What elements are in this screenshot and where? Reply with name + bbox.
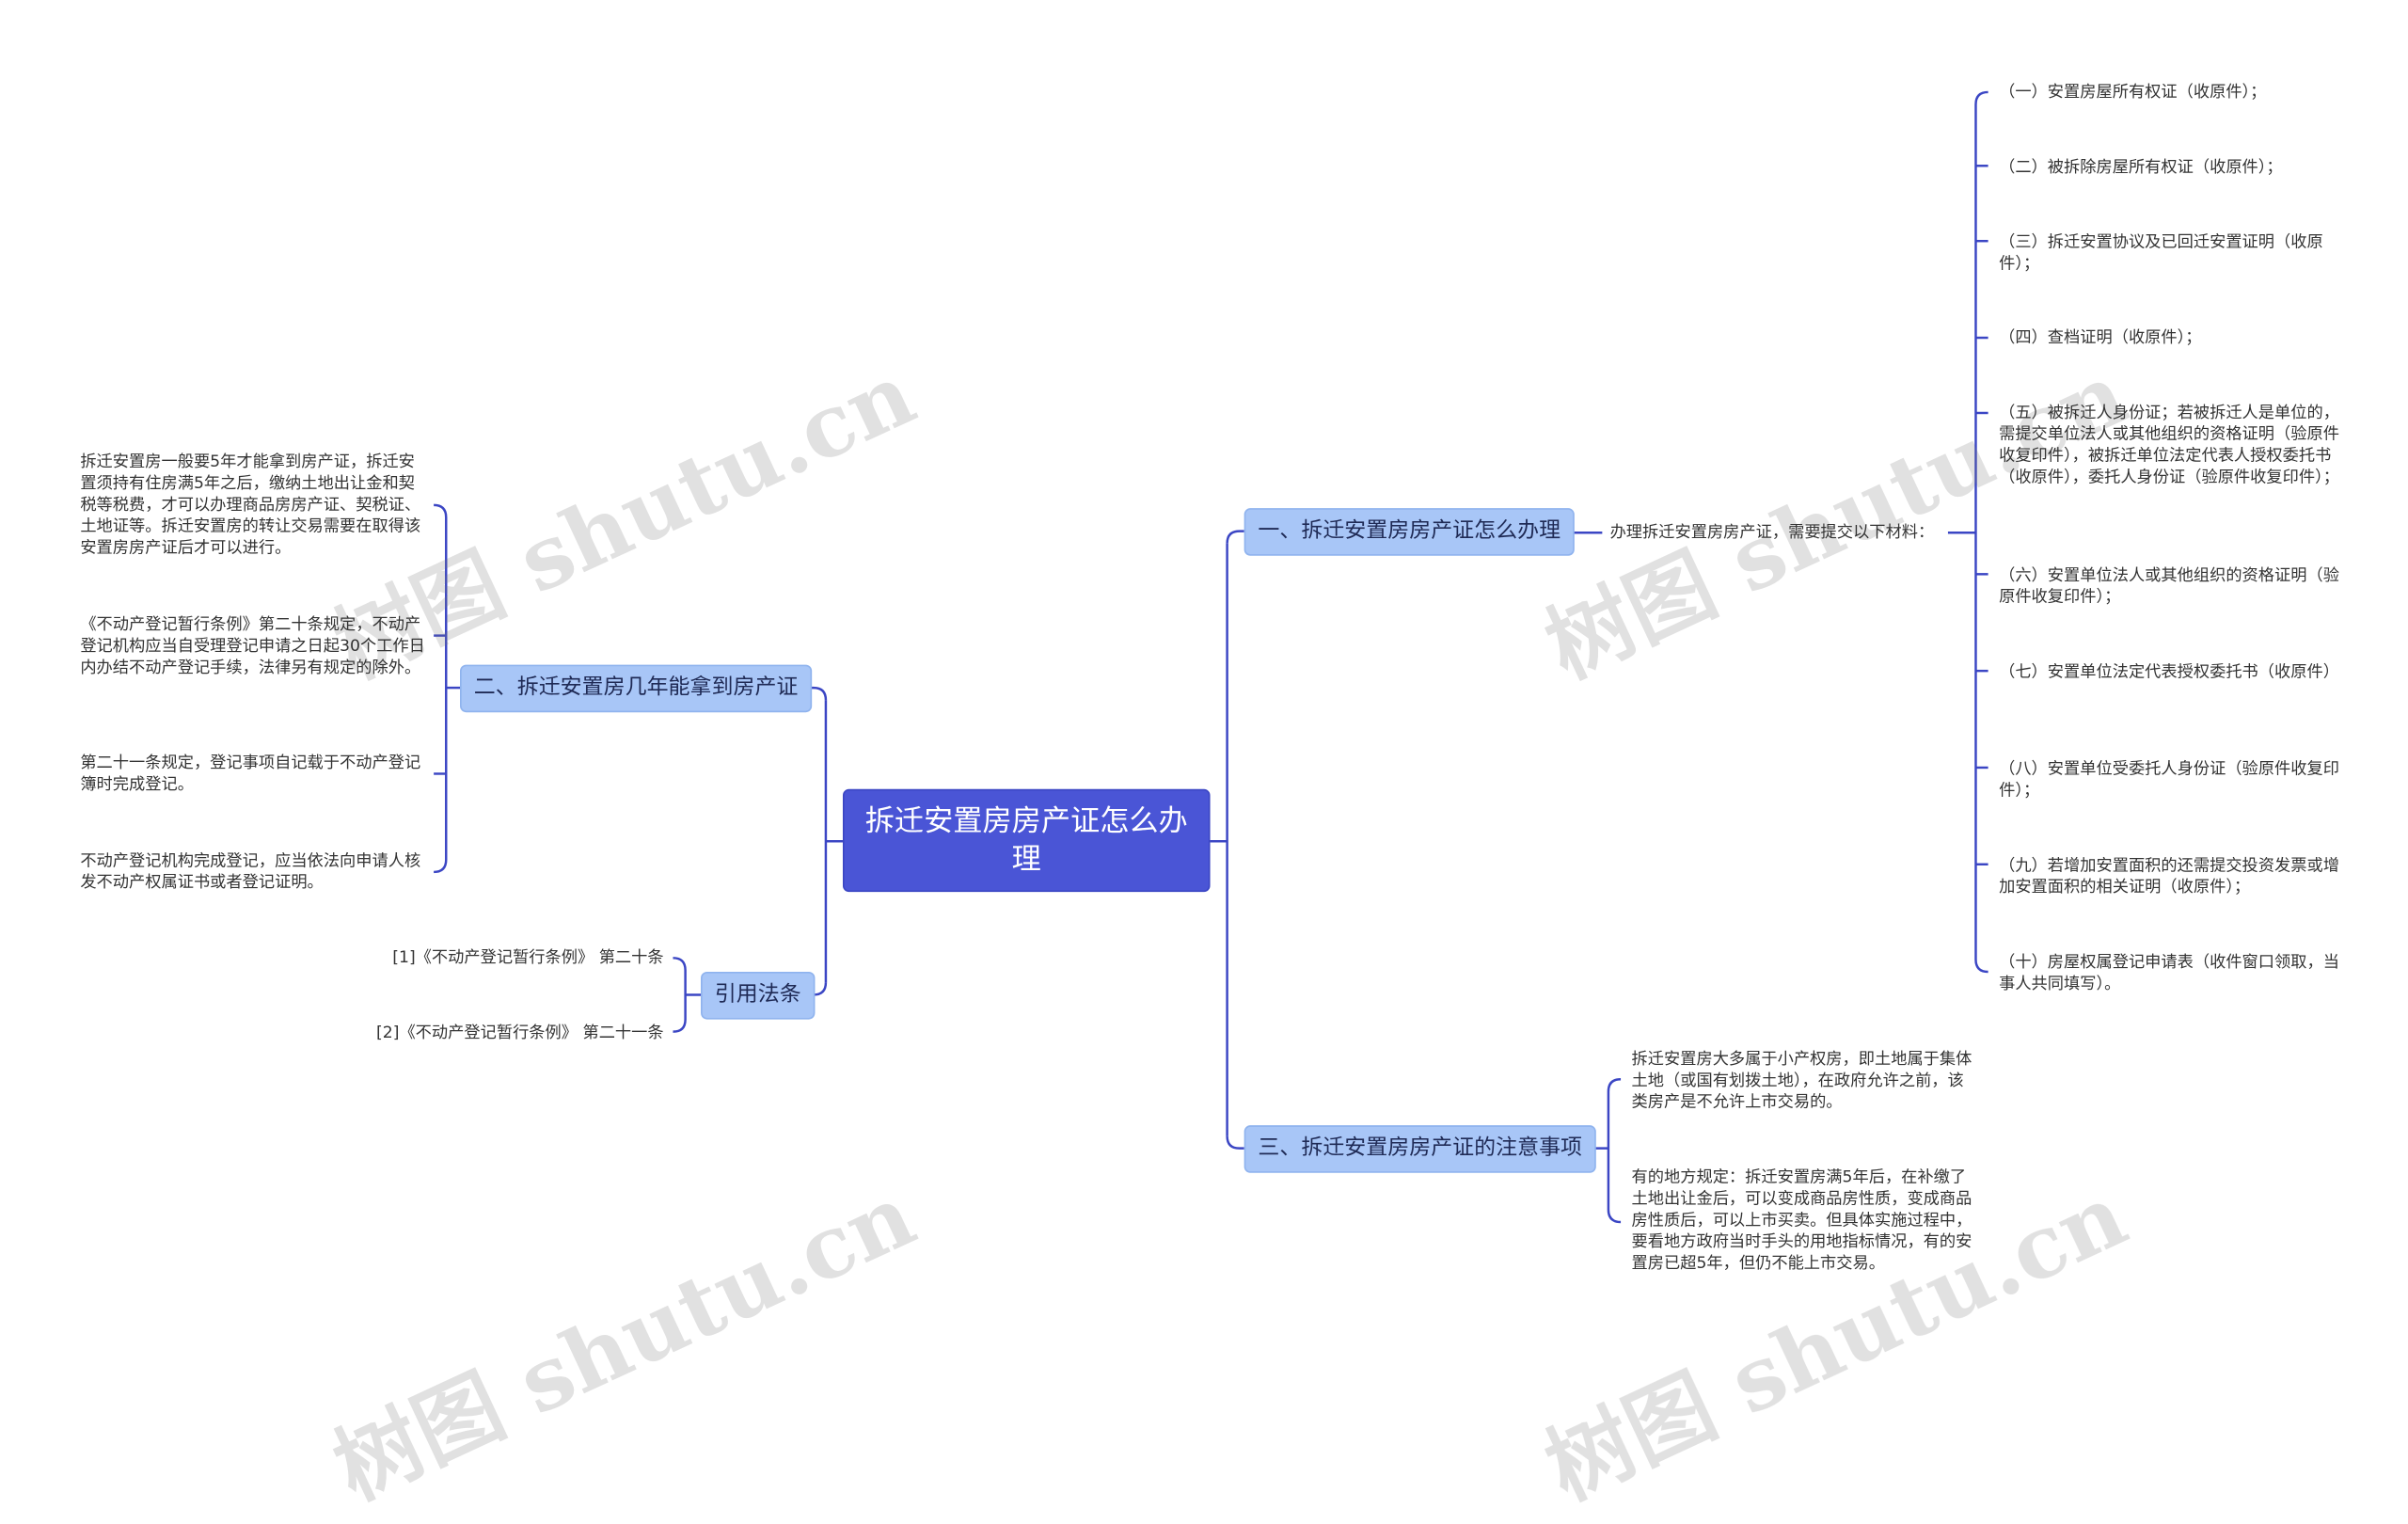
branch-years-to-certificate[interactable]: 二、拆迁安置房几年能拿到房产证 <box>460 664 813 713</box>
material-item: （一）安置房屋所有权证（收原件）； <box>1999 83 2267 102</box>
years-note: 第二十一条规定，登记事项自记载于不动产登记簿时完成登记。 <box>80 754 421 794</box>
mind-map-canvas: 树图 shutu.cn 树图 shutu.cn 树图 shutu.cn 树图 s… <box>80 83 2339 1520</box>
root-topic[interactable]: 拆迁安置房房产证怎么办理 <box>842 788 1211 893</box>
material-item: （八）安置单位受委托人身份证（验原件收复印件）； <box>1999 759 2339 801</box>
material-item: （五）被拆迁人身份证；若被拆迁人是单位的，需提交单位法人或其他组织的资格证明（验… <box>1999 404 2339 487</box>
materials-intro: 办理拆迁安置房房产证，需要提交以下材料： <box>1609 523 1935 543</box>
material-item: （四）查档证明（收原件）； <box>1999 328 2202 347</box>
branch-how-to-apply[interactable]: 一、拆迁安置房房产证怎么办理 <box>1244 508 1575 556</box>
connector-lines <box>434 90 1988 1224</box>
branch-cited-law[interactable]: 引用法条 <box>701 971 816 1020</box>
material-item: （三）拆迁安置协议及已回迁安置证明（收原件）； <box>1999 233 2323 274</box>
material-item: （二）被拆除房屋所有权证（收原件）； <box>1999 158 2283 177</box>
law-reference: [1]《不动产登记暂行条例》 第二十条 <box>392 948 664 968</box>
years-note: 拆迁安置房一般要5年才能拿到房产证，拆迁安置须持有住房满5年之后，缴纳土地出让金… <box>80 452 421 558</box>
material-item: （十）房屋权属登记申请表（收件窗口领取，当事人共同填写）。 <box>1999 953 2339 993</box>
branch-precautions[interactable]: 三、拆迁安置房房产证的注意事项 <box>1244 1125 1596 1173</box>
precaution-note: 拆迁安置房大多属于小产权房，即土地属于集体土地（或国有划拨土地），在政府允许之前… <box>1631 1050 1972 1112</box>
law-reference: [2]《不动产登记暂行条例》 第二十一条 <box>376 1024 664 1043</box>
precaution-note: 有的地方规定：拆迁安置房满5年后，在补缴了土地出让金后，可以变成商品房性质，变成… <box>1631 1167 1972 1273</box>
material-item: （九）若增加安置面积的还需提交投资发票或增加安置面积的相关证明（收原件）； <box>1999 856 2339 897</box>
years-note: 《不动产登记暂行条例》第二十条规定，不动产登记机构应当自受理登记申请之日起30个… <box>80 615 425 677</box>
material-item: （七）安置单位法定代表授权委托书（收原件） <box>1999 662 2339 682</box>
years-note: 不动产登记机构完成登记，应当依法向申请人核发不动产权属证书或者登记证明。 <box>80 851 421 893</box>
material-item: （六）安置单位法人或其他组织的资格证明（验原件收复印件）； <box>1999 566 2339 607</box>
